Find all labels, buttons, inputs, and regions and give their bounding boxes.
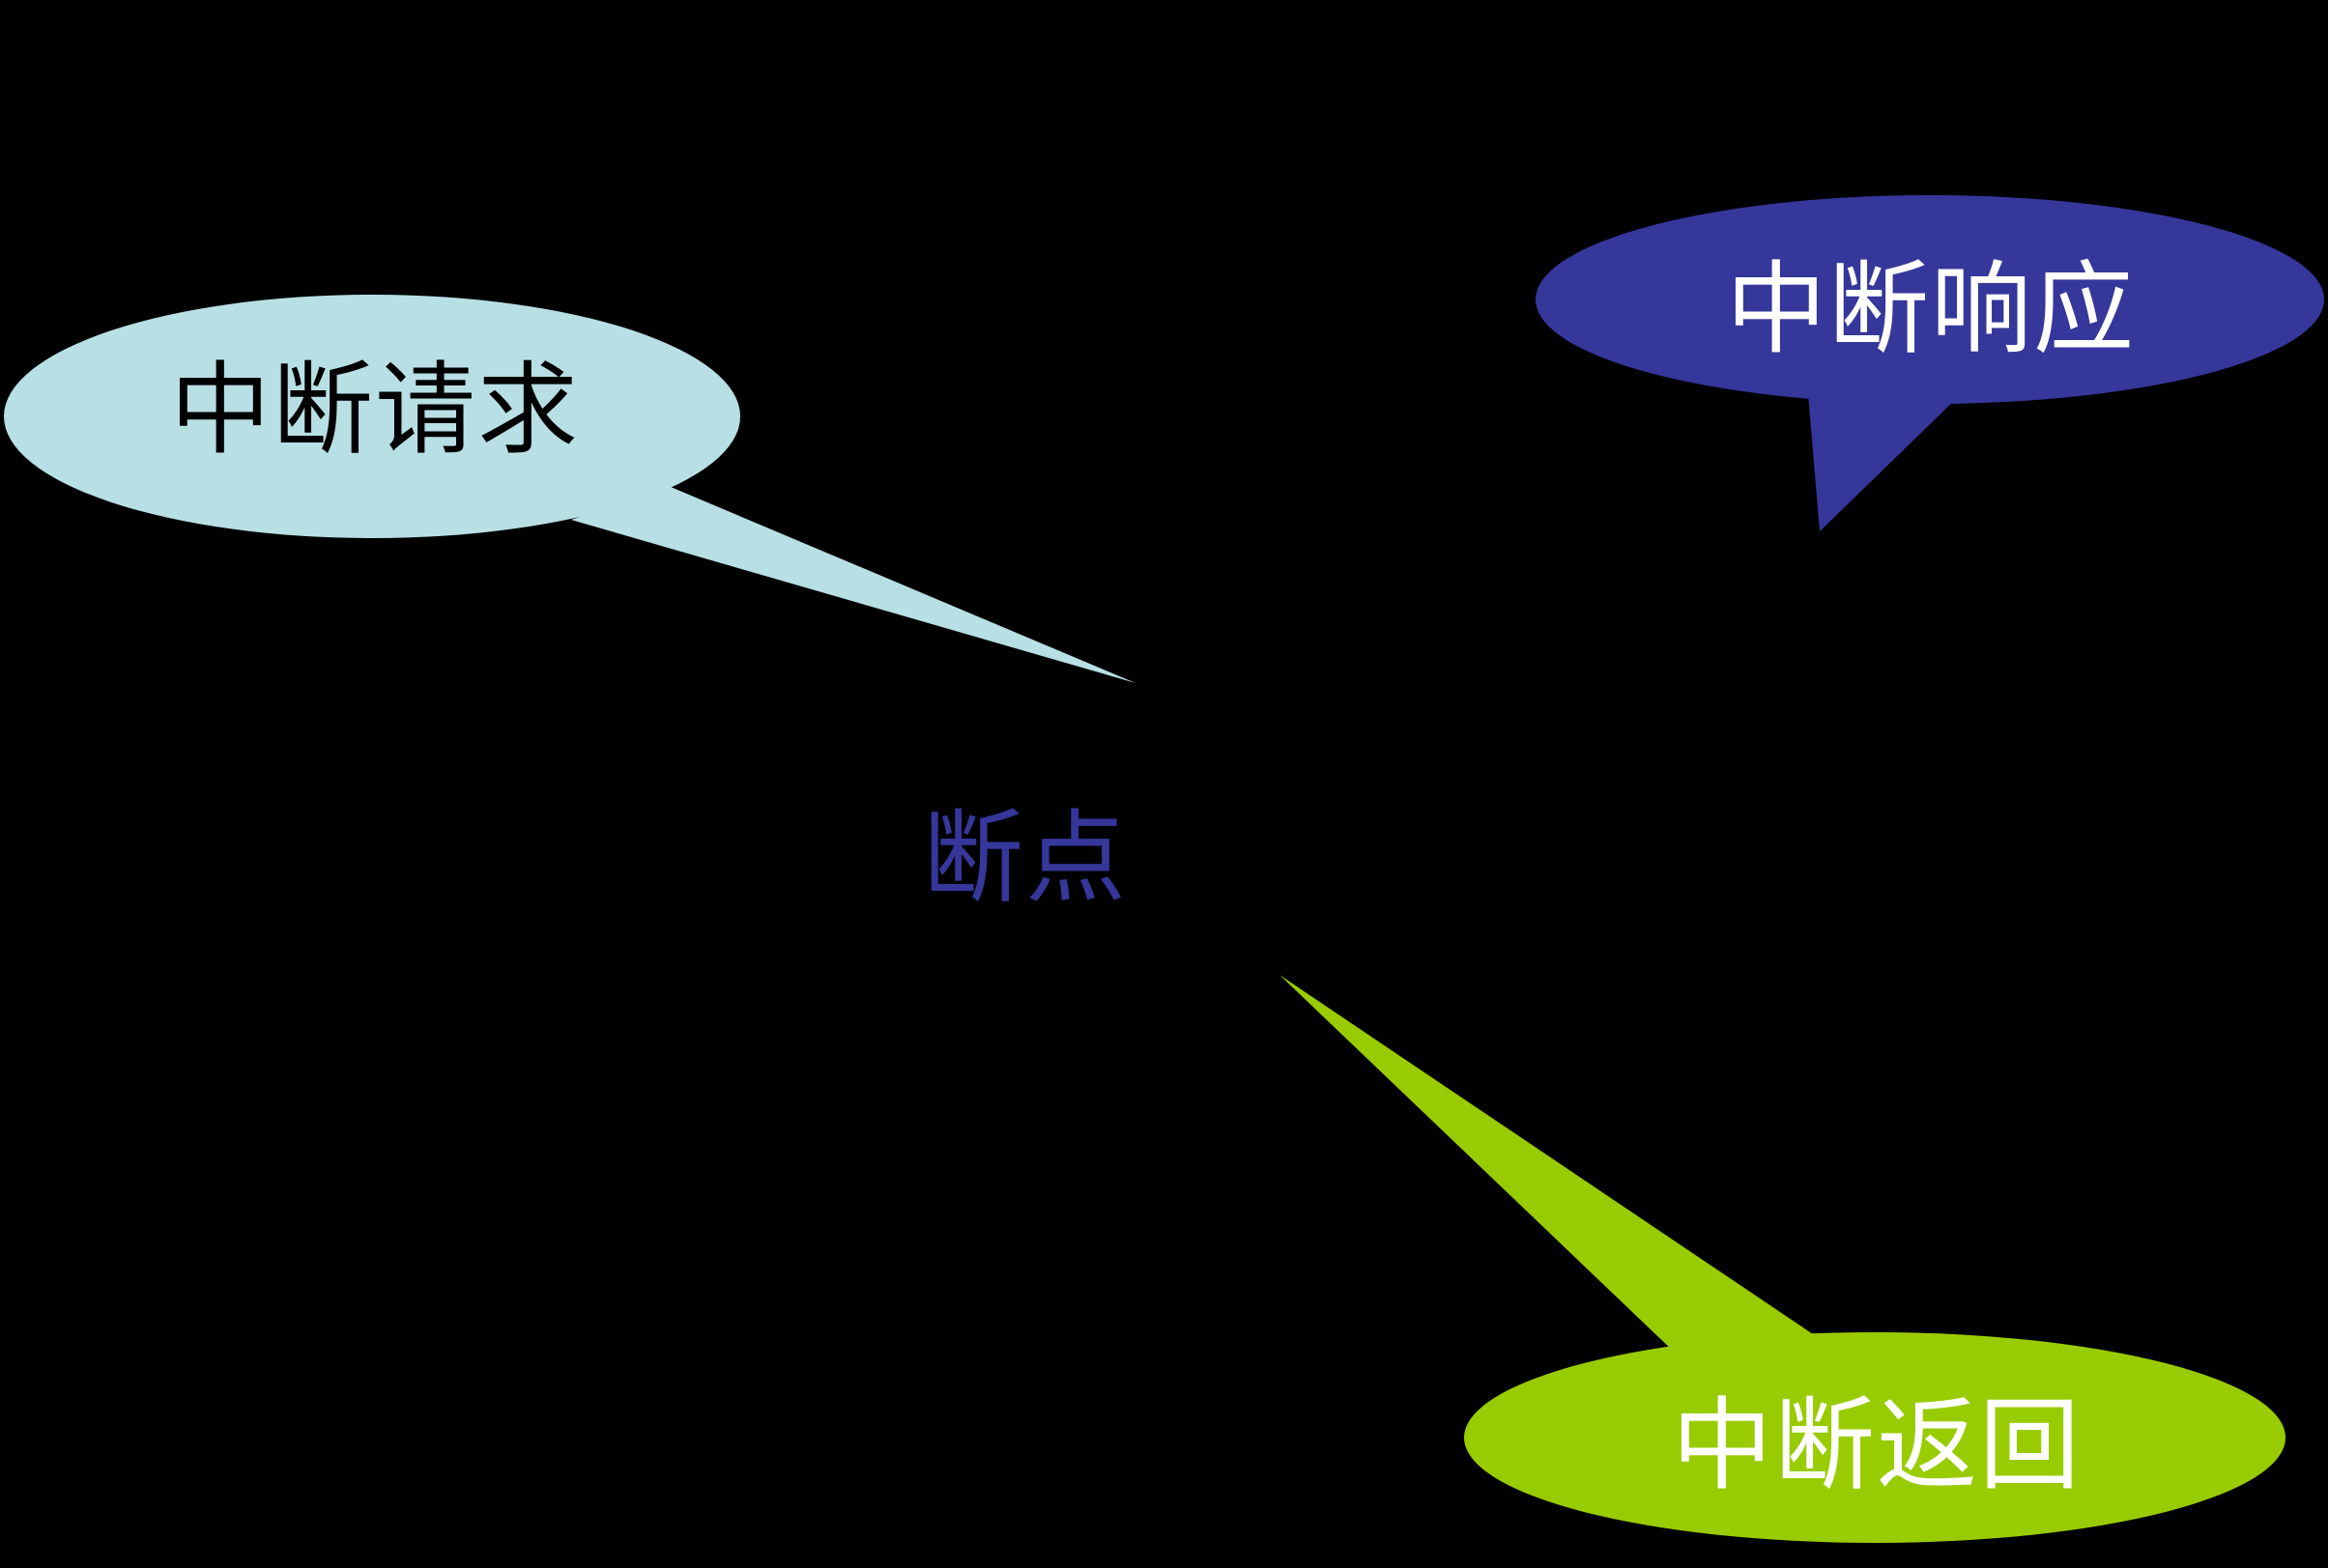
breakpoint-label: 断点 (923, 799, 1129, 917)
callout-response-label: 中断响应 (1726, 250, 2137, 368)
callout-return-shape (1279, 975, 2285, 1543)
callout-request-label: 中断请求 (170, 351, 581, 469)
callout-return-label: 中断返回 (1672, 1386, 2083, 1504)
callout-response-shape (1536, 195, 2324, 531)
callout-request-shape (4, 295, 1135, 683)
